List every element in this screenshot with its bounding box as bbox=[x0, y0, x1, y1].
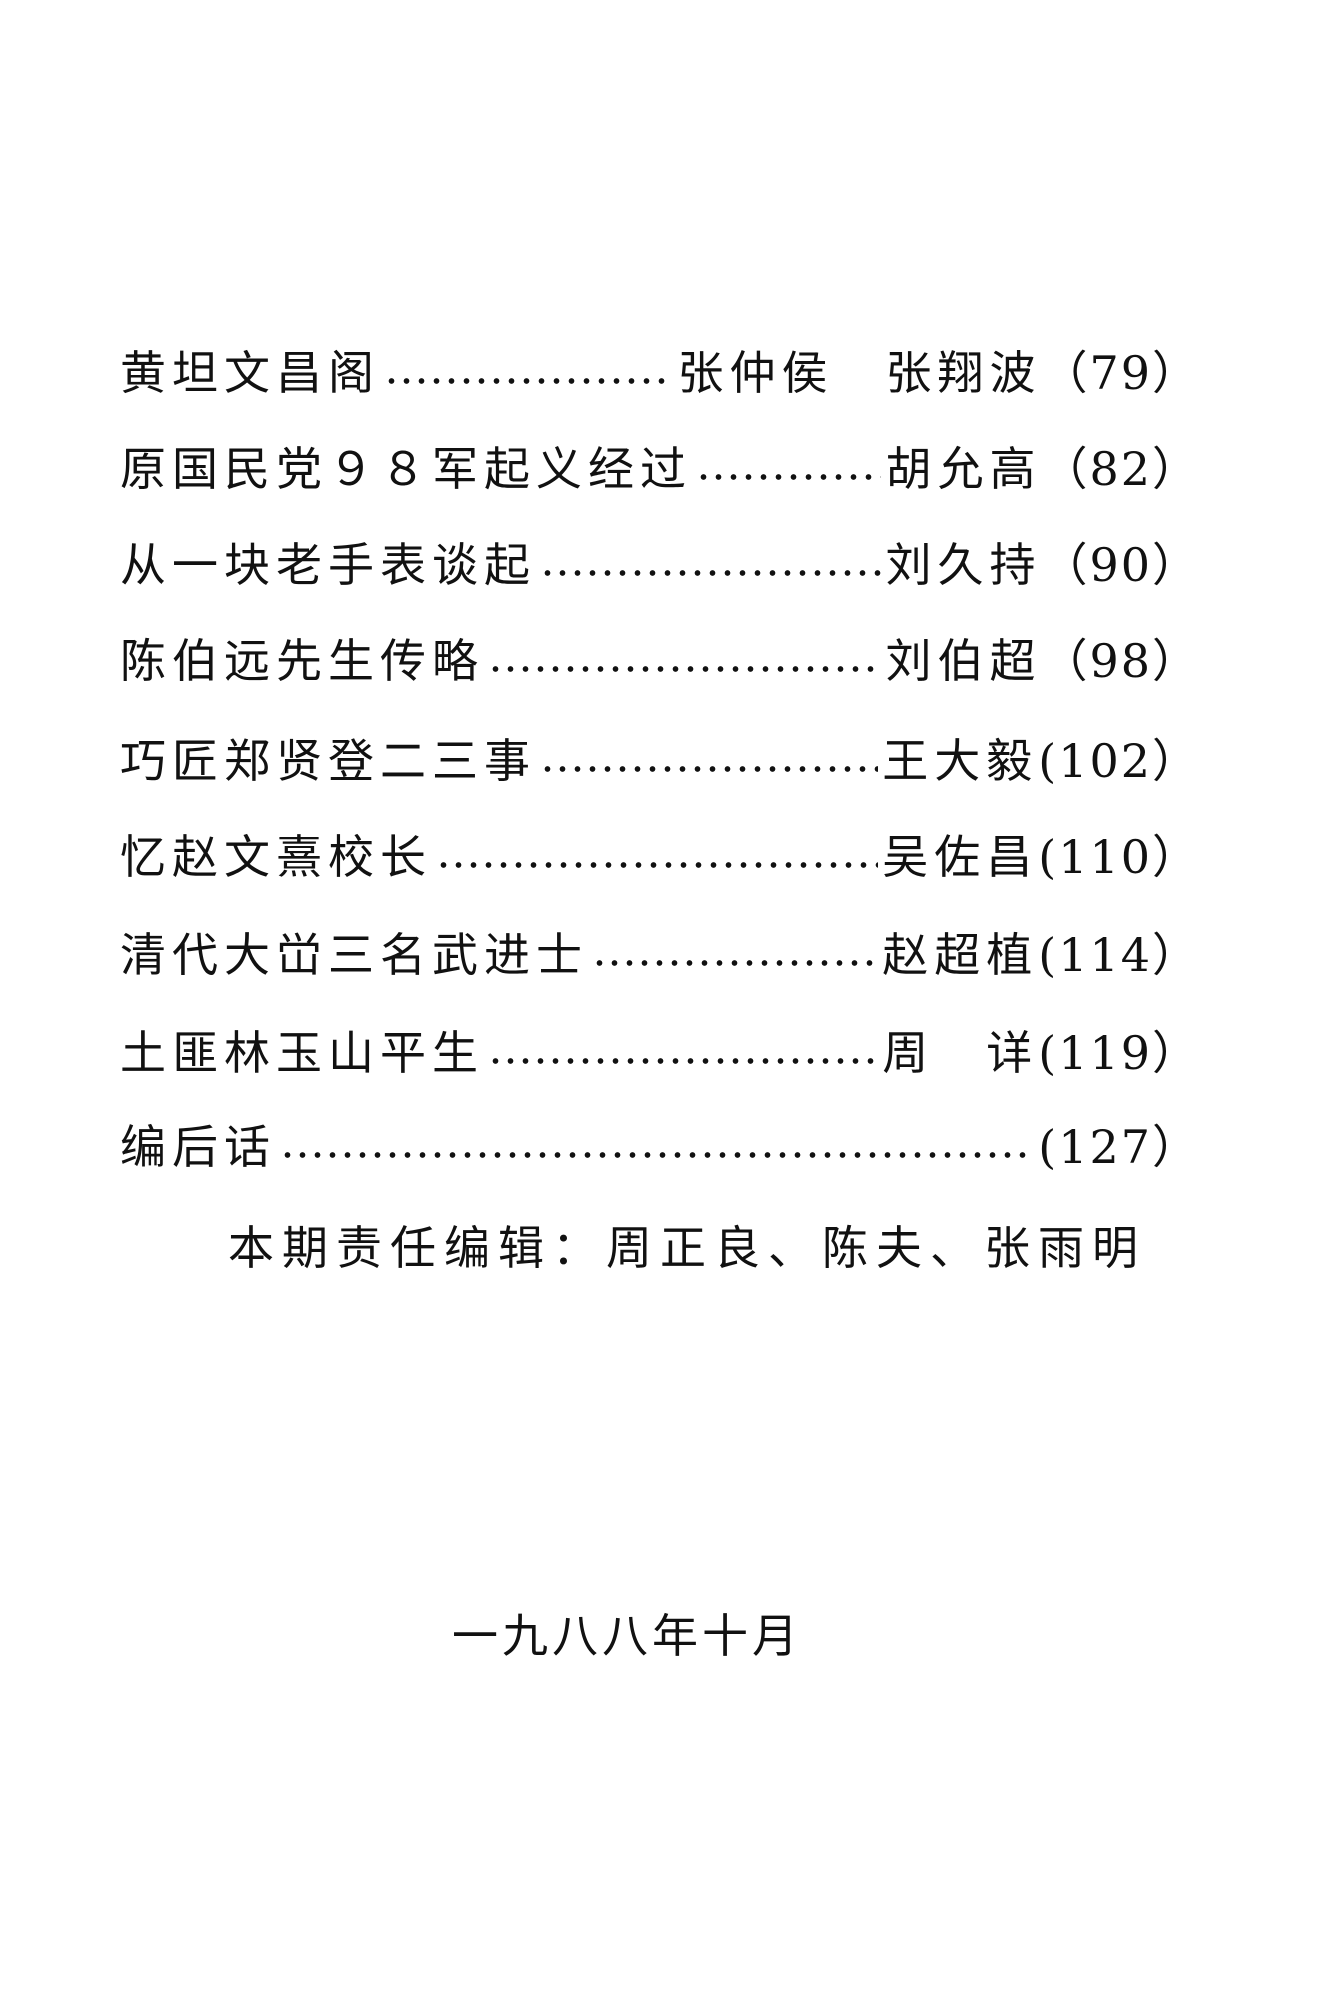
toc-entry: 巧匠郑贤登二三事 王大毅 (102） bbox=[120, 728, 1200, 788]
toc-author: 吴佐昌 bbox=[882, 830, 1039, 884]
toc-title: 原国民党９８军起义经过 bbox=[120, 442, 692, 496]
toc-author: 刘伯超 bbox=[885, 634, 1042, 688]
toc-title: 从一块老手表谈起 bbox=[120, 538, 536, 592]
toc-page: （79） bbox=[1041, 346, 1200, 400]
dot-leader bbox=[696, 472, 882, 482]
toc-page: （82） bbox=[1041, 442, 1200, 496]
dot-leader bbox=[540, 764, 879, 774]
toc-entry: 陈伯远先生传略 刘伯超 （98） bbox=[120, 628, 1200, 688]
toc-title: 编后话 bbox=[120, 1120, 276, 1174]
toc-page: （90） bbox=[1041, 538, 1200, 592]
toc-title: 巧匠郑贤登二三事 bbox=[120, 734, 536, 788]
toc-entry: 忆赵文熹校长 吴佐昌 (110） bbox=[120, 824, 1200, 884]
dot-leader bbox=[384, 376, 674, 386]
toc-author: 王大毅 bbox=[882, 734, 1039, 788]
toc-entry: 从一块老手表谈起 刘久持 （90） bbox=[120, 532, 1200, 592]
toc-page: (119） bbox=[1038, 1026, 1200, 1080]
dot-leader bbox=[488, 664, 882, 674]
toc-author: 胡允高 bbox=[885, 442, 1042, 496]
toc-page: （98） bbox=[1041, 634, 1200, 688]
toc-page: (114） bbox=[1038, 928, 1200, 982]
toc-title: 土匪林玉山平生 bbox=[120, 1026, 484, 1080]
responsible-editors: 本期责任编辑：周正良、陈夫、张雨明 bbox=[228, 1221, 1146, 1275]
dot-leader bbox=[488, 1056, 879, 1066]
toc-author: 刘久持 bbox=[885, 538, 1042, 592]
toc-author: 周 详 bbox=[882, 1026, 1039, 1080]
toc-entry: 清代大峃三名武进士 赵超植 (114） bbox=[120, 922, 1200, 982]
toc-author: 赵超植 bbox=[882, 928, 1039, 982]
toc-page: (110） bbox=[1038, 830, 1200, 884]
toc-entry: 土匪林玉山平生 周 详 (119） bbox=[120, 1020, 1200, 1080]
toc-page: (102） bbox=[1038, 734, 1200, 788]
toc-entry: 黄坦文昌阁 张仲侯 张翔波 （79） bbox=[120, 340, 1200, 400]
toc-entry: 原国民党９８军起义经过 胡允高 （82） bbox=[120, 436, 1200, 496]
publication-date: 一九八八年十月 bbox=[452, 1609, 802, 1663]
toc-title: 忆赵文熹校长 bbox=[120, 830, 432, 884]
toc-title: 陈伯远先生传略 bbox=[120, 634, 484, 688]
dot-leader bbox=[540, 568, 882, 578]
toc-page: (127） bbox=[1038, 1120, 1200, 1174]
dot-leader bbox=[436, 860, 879, 870]
toc-title: 黄坦文昌阁 bbox=[120, 346, 380, 400]
toc-entry: 编后话 (127） bbox=[120, 1114, 1200, 1174]
dot-leader bbox=[280, 1150, 1035, 1160]
dot-leader bbox=[592, 958, 879, 968]
toc-author: 张仲侯 张翔波 bbox=[677, 346, 1042, 400]
toc-title: 清代大峃三名武进士 bbox=[120, 928, 588, 982]
